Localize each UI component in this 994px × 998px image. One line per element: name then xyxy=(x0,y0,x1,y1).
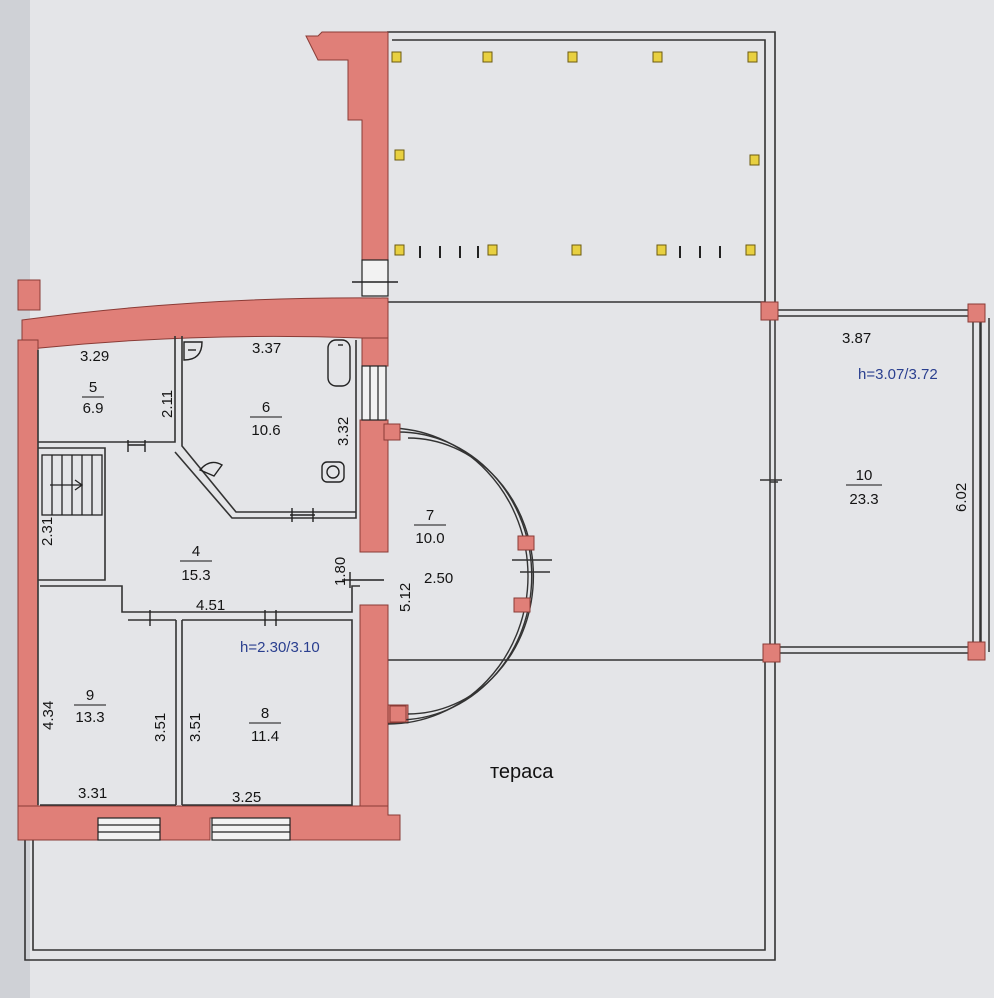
dim-room5-width: 3.29 xyxy=(80,348,109,365)
bay-columns xyxy=(383,423,535,723)
room-8-label: 8 11.4 xyxy=(249,705,281,745)
height-room-8: h=2.30/3.10 xyxy=(240,639,320,656)
bay-window-room-7 xyxy=(387,427,552,725)
windows xyxy=(97,259,389,841)
canopy-beam-dashes xyxy=(419,246,721,258)
room-9-label: 9 13.3 xyxy=(74,687,106,726)
svg-text:10.6: 10.6 xyxy=(251,422,280,439)
svg-text:10: 10 xyxy=(856,467,873,484)
dim-room5-height: 2.11 xyxy=(159,390,176,418)
dim-room9-height-left: 4.34 xyxy=(40,701,57,730)
svg-text:6: 6 xyxy=(262,399,270,416)
height-room-10: h=3.07/3.72 xyxy=(858,366,938,383)
terrace-outline xyxy=(24,31,776,961)
dim-room8-width: 3.25 xyxy=(232,789,261,806)
dim-room4-width: 4.51 xyxy=(196,597,225,614)
interior-walls xyxy=(37,336,360,806)
door-marks xyxy=(127,281,398,626)
svg-text:23.3: 23.3 xyxy=(849,491,878,508)
dim-room4-opening: 1.80 xyxy=(332,557,349,586)
toilet-icon xyxy=(198,461,345,483)
dim-stair-height: 2.31 xyxy=(39,517,56,546)
dim-room6-height: 3.32 xyxy=(335,417,352,446)
svg-text:5: 5 xyxy=(89,379,97,396)
svg-text:4: 4 xyxy=(192,543,200,560)
svg-text:9: 9 xyxy=(86,687,94,704)
canopy-posts xyxy=(391,51,760,256)
room-5-label: 5 6.9 xyxy=(82,379,104,417)
room-6-label: 6 10.6 xyxy=(250,399,282,439)
terrace-label: тераса xyxy=(490,761,554,783)
svg-text:8: 8 xyxy=(261,705,269,722)
dim-room7-depth: 2.50 xyxy=(424,570,453,587)
svg-text:11.4: 11.4 xyxy=(251,728,279,745)
room-10-label: 10 23.3 xyxy=(846,467,882,508)
dim-room9-height-right: 3.51 xyxy=(152,713,169,742)
svg-text:7: 7 xyxy=(426,507,434,524)
dim-room7-length: 5.12 xyxy=(397,583,414,612)
dim-room6-width: 3.37 xyxy=(252,340,281,357)
dim-room9-width: 3.31 xyxy=(78,785,107,802)
sink-icon xyxy=(183,341,203,361)
room-10-outline xyxy=(760,309,990,654)
walls xyxy=(17,31,409,841)
stairs-icon xyxy=(41,454,103,516)
svg-text:6.9: 6.9 xyxy=(83,400,104,417)
svg-text:15.3: 15.3 xyxy=(181,567,210,584)
svg-text:10.0: 10.0 xyxy=(415,530,444,547)
dim-room8-height: 3.51 xyxy=(187,713,204,742)
room-7-label: 7 10.0 xyxy=(414,507,446,547)
room-10-columns xyxy=(760,301,986,663)
room-4-label: 4 15.3 xyxy=(180,543,212,584)
svg-text:13.3: 13.3 xyxy=(75,709,104,726)
dim-room10-width: 3.87 xyxy=(842,330,871,347)
dim-room10-height: 6.02 xyxy=(953,483,970,512)
bathtub-icon xyxy=(327,339,351,387)
